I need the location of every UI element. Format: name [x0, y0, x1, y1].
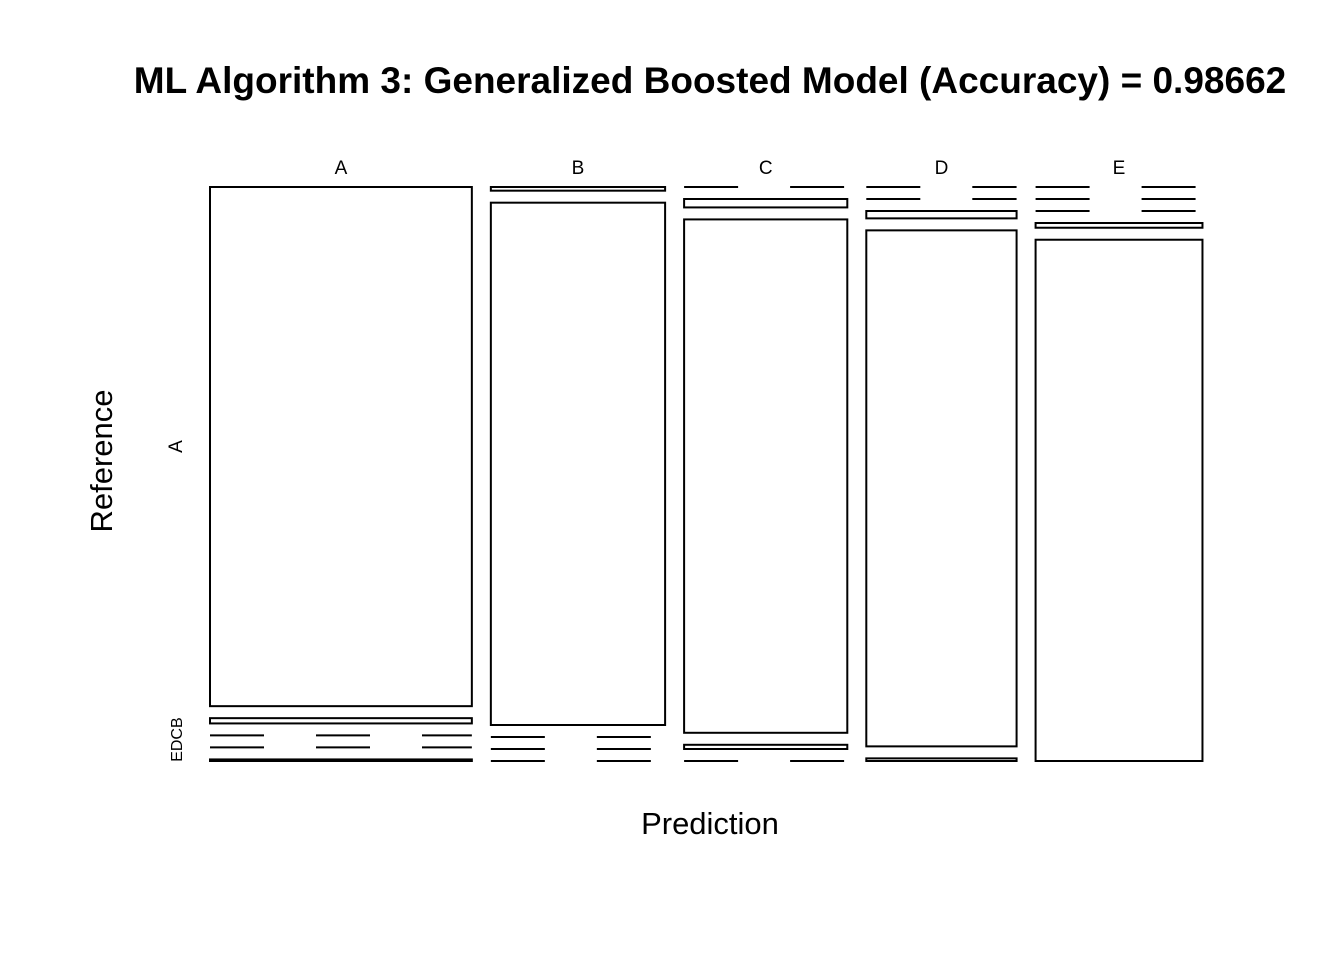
prediction-tick-A: A	[335, 158, 348, 179]
chart-title: ML Algorithm 3: Generalized Boosted Mode…	[134, 60, 1286, 101]
x-axis-label: Prediction	[641, 806, 779, 841]
tile-pred-E-ref-D	[1034, 222, 1204, 229]
tile-pred-B-ref-B	[489, 201, 667, 726]
tile-pred-C-ref-D	[683, 743, 849, 750]
tile-pred-D-ref-D	[865, 229, 1018, 748]
reference-tick-A: A	[166, 440, 187, 453]
tile-pred-B-ref-A	[489, 186, 667, 192]
y-axis-label: Reference	[84, 389, 119, 532]
tile-pred-C-ref-C	[683, 218, 849, 734]
prediction-tick-D: D	[935, 158, 949, 179]
tile-pred-C-ref-B	[683, 198, 849, 209]
reference-tick-EDCB: EDCB	[169, 717, 186, 761]
tile-pred-A-ref-E	[209, 758, 473, 762]
tile-pred-A-ref-A	[209, 186, 473, 708]
tile-pred-D-ref-C	[865, 210, 1018, 220]
tile-pred-A-ref-B	[209, 717, 473, 725]
prediction-tick-B: B	[572, 158, 585, 179]
prediction-tick-labels: A B C D E	[335, 158, 1126, 179]
tile-pred-E-ref-E	[1034, 238, 1204, 762]
prediction-tick-E: E	[1113, 158, 1126, 179]
mosaic-tiles	[209, 186, 1204, 762]
reference-tick-labels: A EDCB	[166, 440, 187, 762]
tile-pred-D-ref-E	[865, 757, 1018, 762]
prediction-tick-C: C	[759, 158, 773, 179]
